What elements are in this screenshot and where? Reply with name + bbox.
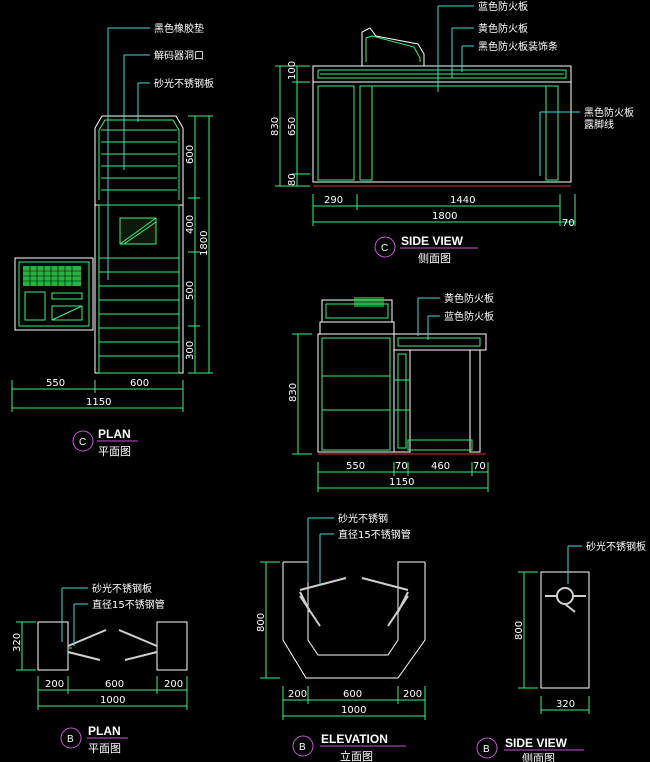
- b-side-title: SIDE VIEW: [505, 736, 568, 750]
- dim-b-plan-h-2: 600: [105, 679, 124, 690]
- cash-register: [14, 257, 94, 331]
- label-black-trim: 黑色防火板装饰条: [478, 40, 558, 53]
- c-plan-view: 黑色橡胶垫 解码器洞口 砂光不锈钢板 600 400 500 300 1800 …: [11, 22, 214, 458]
- label-blue-board-top: 蓝色防火板: [478, 0, 528, 13]
- dim-c-elev-h-2: 70: [395, 461, 408, 472]
- b-plan-marker: B: [67, 734, 74, 745]
- b-elev-subtitle: 立面图: [340, 749, 373, 762]
- b-side-view: 砂光不锈钢板 800 320 B SIDE VIEW 侧面图: [476, 540, 646, 762]
- label-brushed-steel-plate: 砂光不锈钢板: [154, 77, 214, 90]
- label-decoder-hole: 解码器洞口: [154, 49, 204, 62]
- dim-c-side-v-total: 830: [270, 117, 281, 136]
- dim-b-side-v: 800: [514, 621, 525, 640]
- dim-c-side-h-2: 1440: [450, 195, 475, 206]
- dim-b-elev-h-1: 200: [288, 689, 307, 700]
- c-plan-title: PLAN: [98, 427, 131, 441]
- c-side-title: SIDE VIEW: [401, 234, 464, 248]
- dim-b-plan-h-total: 1000: [100, 695, 125, 706]
- dim-c-elev-h-3: 460: [431, 461, 450, 472]
- b-side-subtitle: 侧面图: [522, 752, 555, 762]
- dim-c-elev-v: 830: [288, 383, 299, 402]
- dim-c-plan-h-2: 600: [130, 378, 149, 389]
- dim-c-side-v-3: 80: [287, 173, 298, 186]
- dim-c-side-v-2: 650: [287, 117, 298, 136]
- c-plan-marker: C: [79, 437, 86, 448]
- label-b-plan-steel-plate: 砂光不锈钢板: [92, 582, 152, 595]
- dim-b-elev-h-3: 200: [403, 689, 422, 700]
- dim-b-elev-v: 800: [256, 613, 267, 632]
- dim-b-plan-h-3: 200: [164, 679, 183, 690]
- dim-c-elev-h-4: 70: [473, 461, 486, 472]
- dim-c-plan-v-3: 500: [185, 281, 196, 300]
- c-side-view: 蓝色防火板 黄色防火板 黑色防火板装饰条 黑色防火板 露脚线 100 650 8…: [270, 0, 634, 265]
- label-b-elev-steel-pipe: 直径15不锈钢管: [338, 528, 411, 541]
- dim-c-plan-v-1: 600: [185, 145, 196, 164]
- dim-c-plan-v-total: 1800: [199, 231, 210, 256]
- label-yellow-board-top: 黄色防火板: [478, 22, 528, 35]
- label-blue-board-mid: 蓝色防火板: [444, 310, 494, 323]
- label-black-board: 黑色防火板: [584, 106, 634, 119]
- dim-b-side-h: 320: [556, 699, 575, 710]
- c-side-subtitle: 侧面图: [418, 252, 451, 265]
- label-yellow-board-mid: 黄色防火板: [444, 292, 494, 305]
- dim-c-plan-v-2: 400: [185, 215, 196, 234]
- dim-c-side-v-1: 100: [287, 61, 298, 80]
- dim-c-side-h-extra: 70: [562, 218, 575, 229]
- dim-b-elev-h-total: 1000: [341, 705, 366, 716]
- b-elev-title: ELEVATION: [321, 732, 388, 746]
- c-plan-subtitle: 平面图: [98, 445, 131, 458]
- dim-c-side-h-total: 1800: [432, 211, 457, 222]
- dim-b-plan-v: 320: [12, 633, 23, 652]
- label-rubber-pad: 黑色橡胶垫: [154, 22, 204, 35]
- c-elevation-view: 黄色防火板 蓝色防火板 830 550 70 460 70 1150: [288, 292, 494, 492]
- c-side-marker: C: [381, 243, 388, 254]
- b-elev-marker: B: [299, 742, 306, 753]
- dim-c-elev-h-total: 1150: [389, 477, 414, 488]
- b-side-marker: B: [483, 744, 490, 755]
- dim-b-plan-h-1: 200: [45, 679, 64, 690]
- b-plan-title: PLAN: [88, 724, 121, 738]
- dim-c-plan-h-total: 1150: [86, 397, 111, 408]
- dim-c-plan-h-1: 550: [46, 378, 65, 389]
- b-plan-subtitle: 平面图: [88, 742, 121, 755]
- label-kick-line: 露脚线: [584, 118, 614, 131]
- dim-c-plan-v-4: 300: [185, 341, 196, 360]
- label-b-side-steel-plate: 砂光不锈钢板: [586, 540, 646, 553]
- dim-c-elev-h-1: 550: [346, 461, 365, 472]
- dim-c-side-h-1: 290: [324, 195, 343, 206]
- b-elevation-view: 砂光不锈钢 直径15不锈钢管 800 200 600 200 1000 B EL…: [256, 512, 426, 762]
- dim-b-elev-h-2: 600: [343, 689, 362, 700]
- b-plan-view: 砂光不锈钢板 直径15不锈钢管 320 200 600 200 1000 B P…: [12, 582, 188, 755]
- label-b-elev-steel: 砂光不锈钢: [338, 512, 388, 525]
- label-b-plan-steel-pipe: 直径15不锈钢管: [92, 598, 165, 611]
